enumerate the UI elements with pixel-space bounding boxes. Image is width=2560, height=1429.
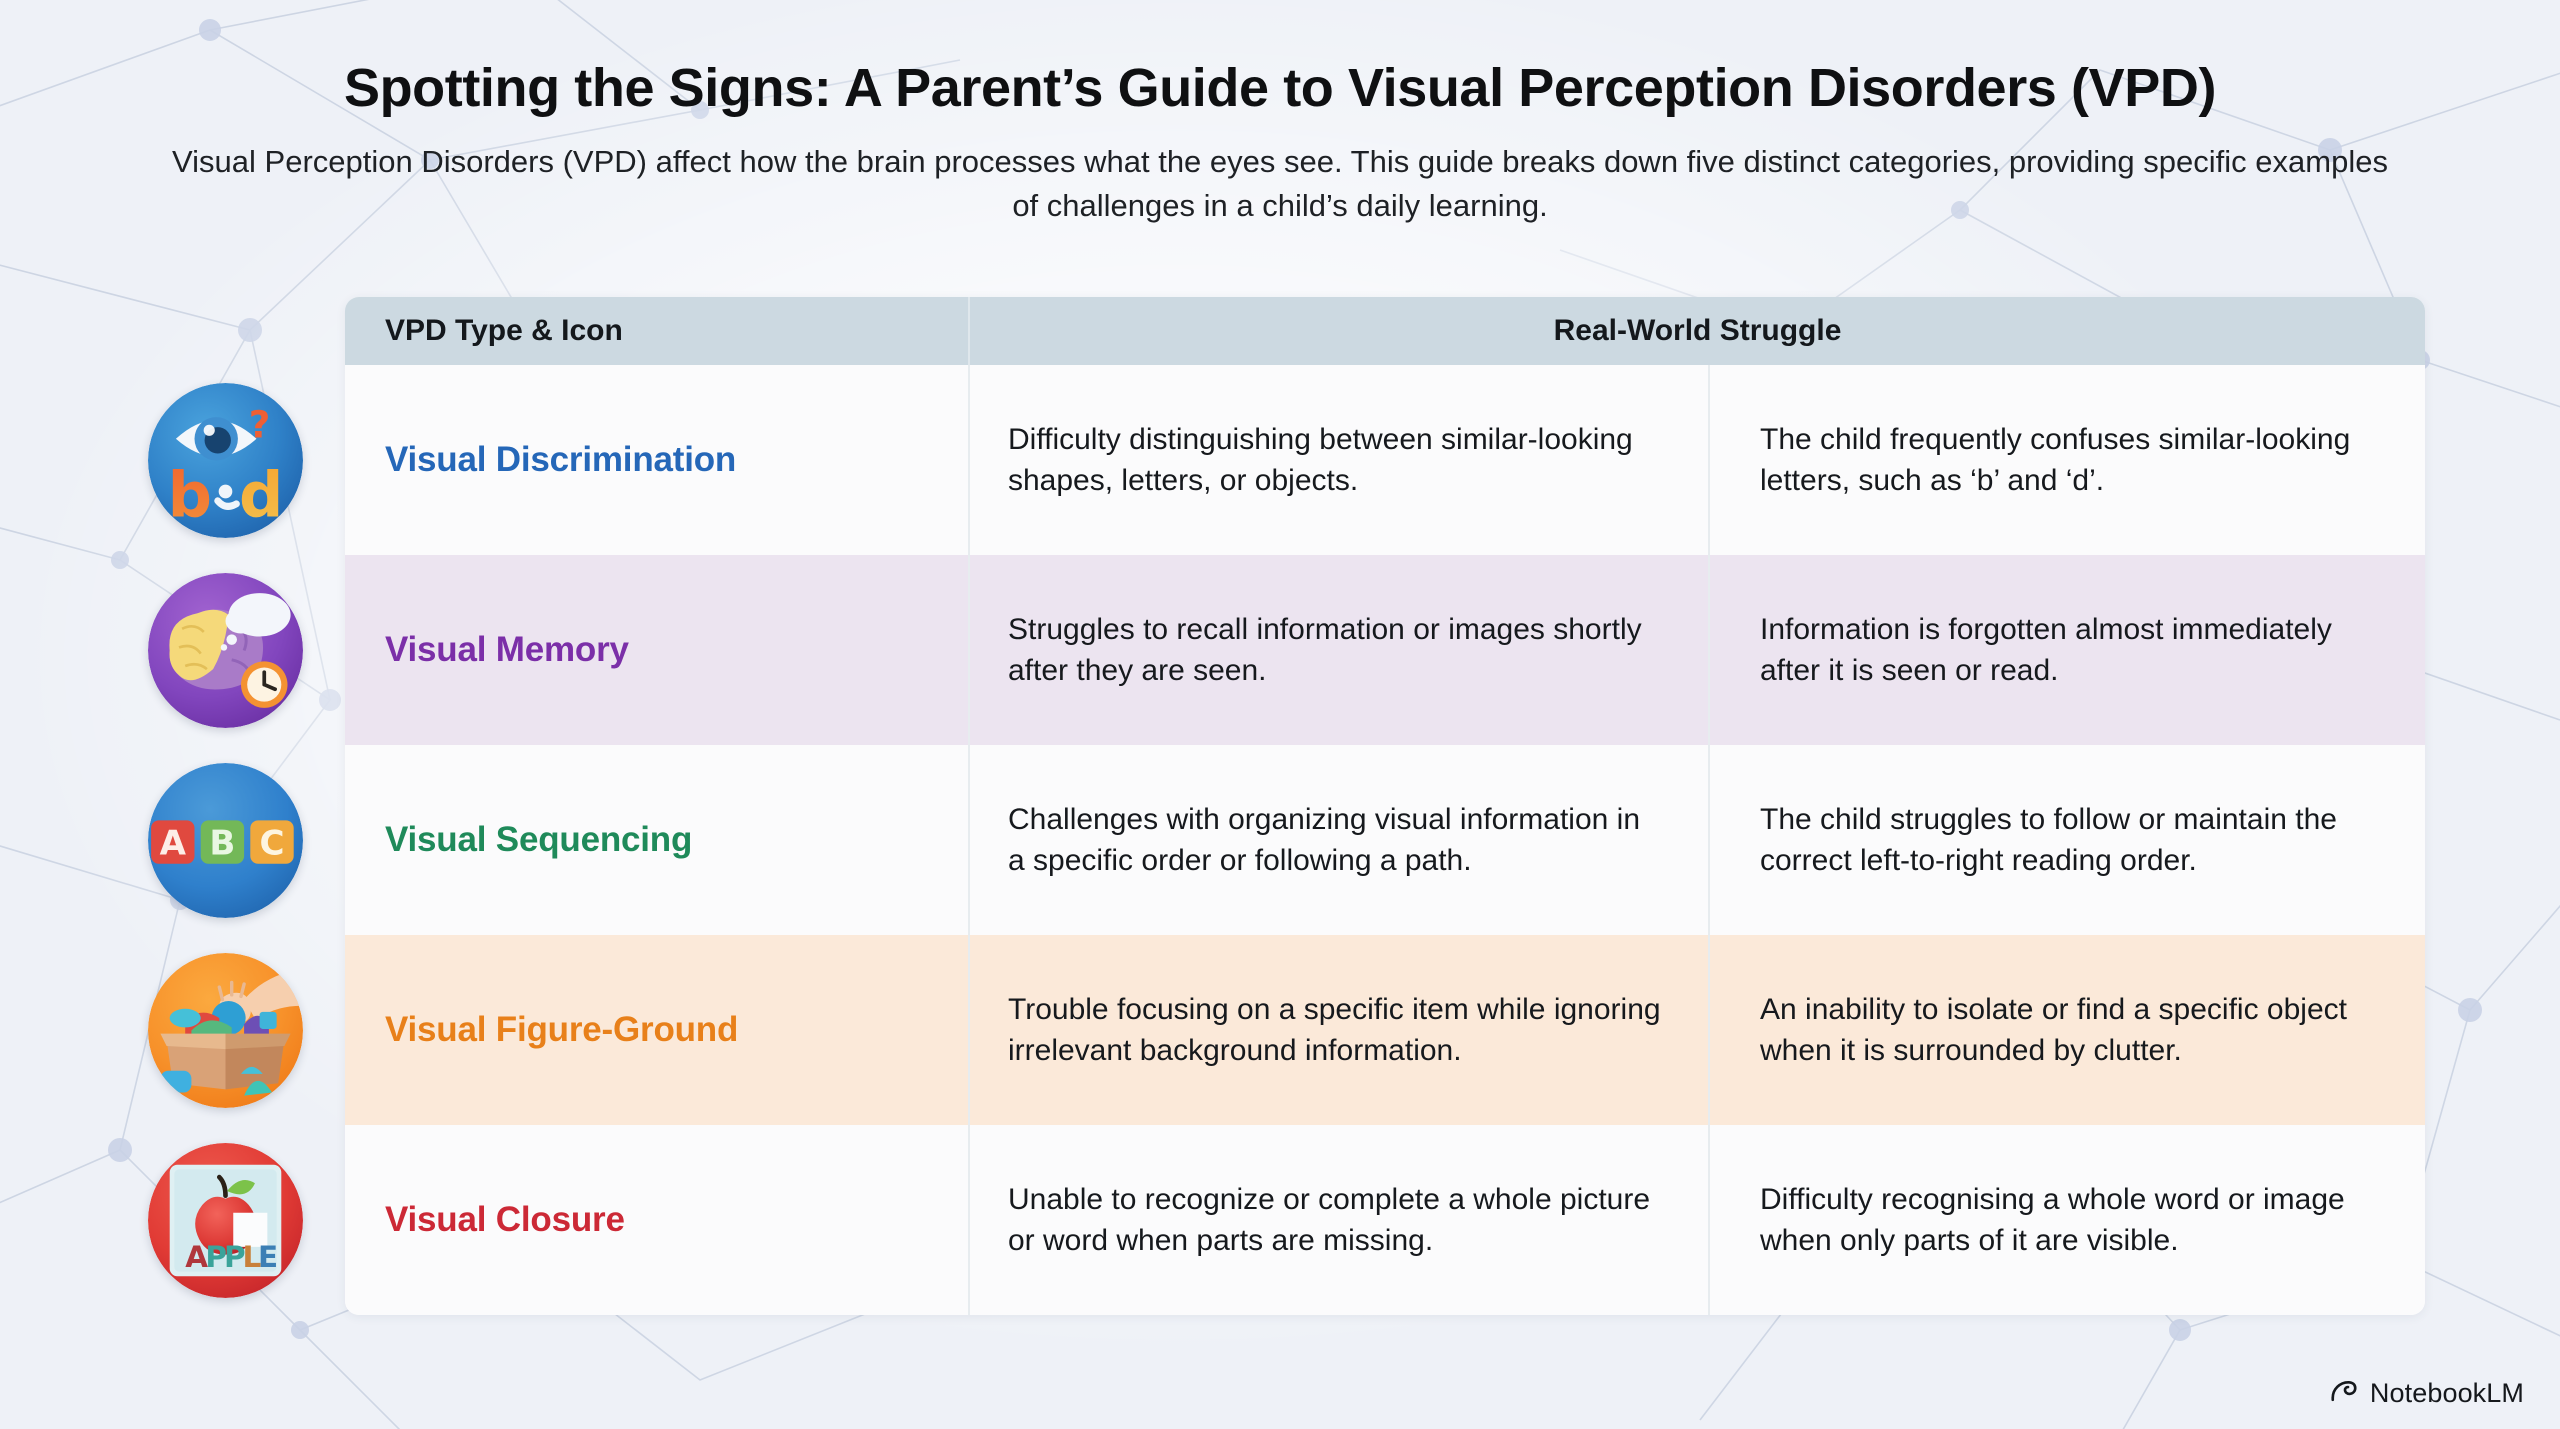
- svg-text:A: A: [159, 823, 186, 863]
- icon-slot-visual-closure: A P P L E: [140, 1125, 310, 1315]
- example-text: The child struggles to follow or maintai…: [1760, 802, 2337, 877]
- eye-bd-letters-icon: ? b d: [147, 382, 303, 538]
- icon-slot-visual-discrimination: ? b d: [140, 365, 310, 555]
- notebooklm-watermark: NotebookLM: [2329, 1376, 2524, 1411]
- table-row: Visual Sequencing Challenges with organi…: [345, 745, 2425, 935]
- vpd-type-label: Visual Closure: [385, 1199, 625, 1239]
- svg-text:d: d: [238, 458, 282, 531]
- header-block: Spotting the Signs: A Parent’s Guide to …: [0, 58, 2560, 229]
- hand-in-toy-box-icon: [147, 952, 303, 1108]
- cell-example: Difficulty recognising a whole word or i…: [1710, 1125, 2425, 1315]
- example-text: Information is forgotten almost immediat…: [1760, 612, 2332, 687]
- column-header-real-world-struggle: Real-World Struggle: [1553, 314, 1842, 347]
- svg-text:b: b: [167, 458, 211, 531]
- description-text: Trouble focusing on a specific item whil…: [1008, 992, 1661, 1067]
- table-row: Visual Memory Struggles to recall inform…: [345, 555, 2425, 745]
- vpd-type-label: Visual Discrimination: [385, 439, 737, 479]
- icon-slot-visual-figure-ground: [140, 935, 310, 1125]
- table-row: Visual Discrimination Difficulty disting…: [345, 365, 2425, 555]
- example-text: The child frequently confuses similar-lo…: [1760, 422, 2351, 497]
- cell-example: Information is forgotten almost immediat…: [1710, 555, 2425, 745]
- cell-example: The child frequently confuses similar-lo…: [1710, 365, 2425, 555]
- description-text: Difficulty distinguishing between simila…: [1008, 422, 1633, 497]
- cell-vpd-type: Visual Closure: [345, 1125, 970, 1315]
- cell-vpd-type: Visual Sequencing: [345, 745, 970, 935]
- icon-slot-visual-memory: [140, 555, 310, 745]
- svg-text:E: E: [258, 1240, 278, 1274]
- cell-description: Unable to recognize or complete a whole …: [970, 1125, 1710, 1315]
- cell-vpd-type: Visual Figure-Ground: [345, 935, 970, 1125]
- icon-column: ? b d: [140, 365, 310, 1315]
- brain-thought-clock-icon: [147, 572, 303, 728]
- icon-slot-visual-sequencing: A B C: [140, 745, 310, 935]
- table-header-row: VPD Type & Icon Real-World Struggle: [345, 297, 2425, 365]
- abc-blocks-icon: A B C: [147, 762, 303, 918]
- cell-description: Challenges with organizing visual inform…: [970, 745, 1710, 935]
- cell-vpd-type: Visual Discrimination: [345, 365, 970, 555]
- example-text: Difficulty recognising a whole word or i…: [1760, 1182, 2345, 1257]
- vpd-type-label: Visual Memory: [385, 629, 629, 669]
- notebooklm-label: NotebookLM: [2369, 1378, 2524, 1408]
- cell-vpd-type: Visual Memory: [345, 555, 970, 745]
- apple-flashcard-icon: A P P L E: [147, 1142, 303, 1298]
- cell-description: Trouble focusing on a specific item whil…: [970, 935, 1710, 1125]
- notebooklm-spiral-icon: [2329, 1376, 2359, 1411]
- vpd-type-label: Visual Sequencing: [385, 819, 693, 859]
- cell-description: Struggles to recall information or image…: [970, 555, 1710, 745]
- cell-example: The child struggles to follow or maintai…: [1710, 745, 2425, 935]
- description-text: Unable to recognize or complete a whole …: [1008, 1182, 1651, 1257]
- page-title: Spotting the Signs: A Parent’s Guide to …: [343, 58, 2217, 118]
- description-text: Struggles to recall information or image…: [1008, 612, 1642, 687]
- vpd-table: VPD Type & Icon Real-World Struggle Visu…: [345, 297, 2425, 1315]
- column-header-vpd-type: VPD Type & Icon: [345, 297, 970, 365]
- vpd-type-label: Visual Figure-Ground: [385, 1009, 739, 1049]
- page-subtitle: Visual Perception Disorders (VPD) affect…: [172, 144, 2388, 224]
- example-text: An inability to isolate or find a specif…: [1760, 992, 2347, 1067]
- table-row: Visual Closure Unable to recognize or co…: [345, 1125, 2425, 1315]
- table-row: Visual Figure-Ground Trouble focusing on…: [345, 935, 2425, 1125]
- description-text: Challenges with organizing visual inform…: [1008, 802, 1641, 877]
- svg-text:B: B: [209, 823, 235, 863]
- cell-description: Difficulty distinguishing between simila…: [970, 365, 1710, 555]
- cell-example: An inability to isolate or find a specif…: [1710, 935, 2425, 1125]
- svg-text:?: ?: [248, 402, 270, 446]
- svg-text:C: C: [259, 823, 284, 863]
